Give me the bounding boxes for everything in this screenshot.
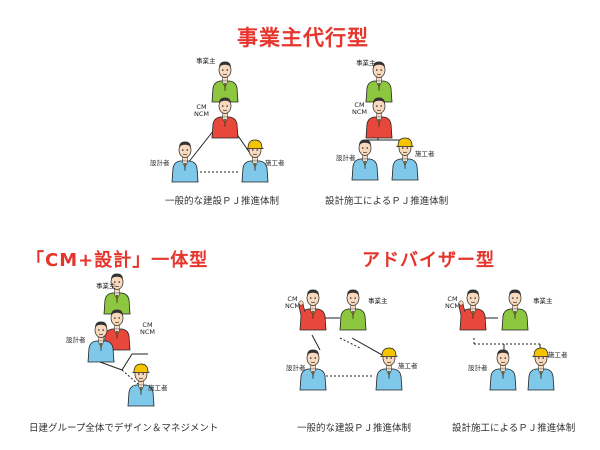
label-owner: 事業主	[533, 297, 553, 305]
person-owner-icon	[103, 273, 131, 315]
person-cm-icon	[298, 289, 327, 331]
label-cm-text: CM	[287, 295, 298, 303]
person-builder-icon	[127, 363, 155, 407]
label-builder: 施工者	[265, 159, 285, 167]
caption-a2: 設計施工によるＰＪ推進体制	[325, 196, 449, 207]
label-cm-text: CM	[142, 321, 153, 329]
person-designer-icon	[299, 349, 327, 391]
person-cm-icon	[211, 97, 239, 139]
person-owner-icon	[211, 61, 239, 103]
label-ncm-text: NCM	[140, 328, 156, 336]
person-cm-icon	[458, 289, 487, 331]
label-owner: 事業主	[96, 282, 116, 290]
label-designer: 設計者	[150, 159, 170, 167]
person-owner-icon	[501, 289, 529, 331]
person-cm-icon	[365, 97, 393, 139]
person-designer-icon	[87, 321, 115, 363]
person-builder-icon	[391, 137, 419, 181]
label-ncm-text: NCM	[285, 302, 301, 310]
person-designer-icon	[489, 349, 517, 391]
caption-c1: 一般的な建設ＰＪ推進体制	[297, 423, 412, 434]
title-advisor: アドバイザー型	[362, 250, 495, 271]
label-ncm-text: NCM	[352, 108, 368, 116]
caption-a1: 一般的な建設ＰＪ推進体制	[165, 196, 280, 207]
person-builder-icon	[375, 347, 403, 391]
label-owner: 事業主	[196, 57, 216, 65]
person-designer-icon	[171, 141, 199, 183]
label-builder: 施工者	[398, 362, 418, 370]
label-owner: 事業主	[356, 59, 376, 67]
person-owner-icon	[339, 289, 367, 331]
title-cm-design: 「CM+設計」一体型	[26, 250, 209, 271]
label-ncm-text: NCM	[194, 110, 210, 118]
person-designer-icon	[351, 139, 379, 181]
caption-b1: 日建グループ全体でデザイン＆マネジメント	[29, 423, 219, 434]
label-builder: 施工者	[415, 150, 435, 158]
label-ncm-text: NCM	[445, 302, 461, 310]
person-builder-icon	[527, 347, 555, 391]
person-owner-icon	[365, 61, 393, 103]
label-cm-text: CM	[354, 101, 365, 109]
label-cm-text: CM	[196, 103, 207, 111]
label-designer: 設計者	[336, 154, 356, 162]
label-cm-text: CM	[447, 295, 458, 303]
person-builder-icon	[241, 139, 269, 183]
label-builder: 施工者	[548, 351, 568, 359]
label-builder: 施工者	[148, 384, 168, 392]
label-designer: 設計者	[286, 364, 306, 372]
label-designer: 設計者	[468, 364, 488, 372]
title-main: 事業主代行型	[237, 26, 369, 50]
label-owner: 事業主	[368, 297, 388, 305]
label-designer: 設計者	[66, 336, 86, 344]
caption-c2: 設計施工によるＰＪ推進体制	[452, 423, 576, 434]
